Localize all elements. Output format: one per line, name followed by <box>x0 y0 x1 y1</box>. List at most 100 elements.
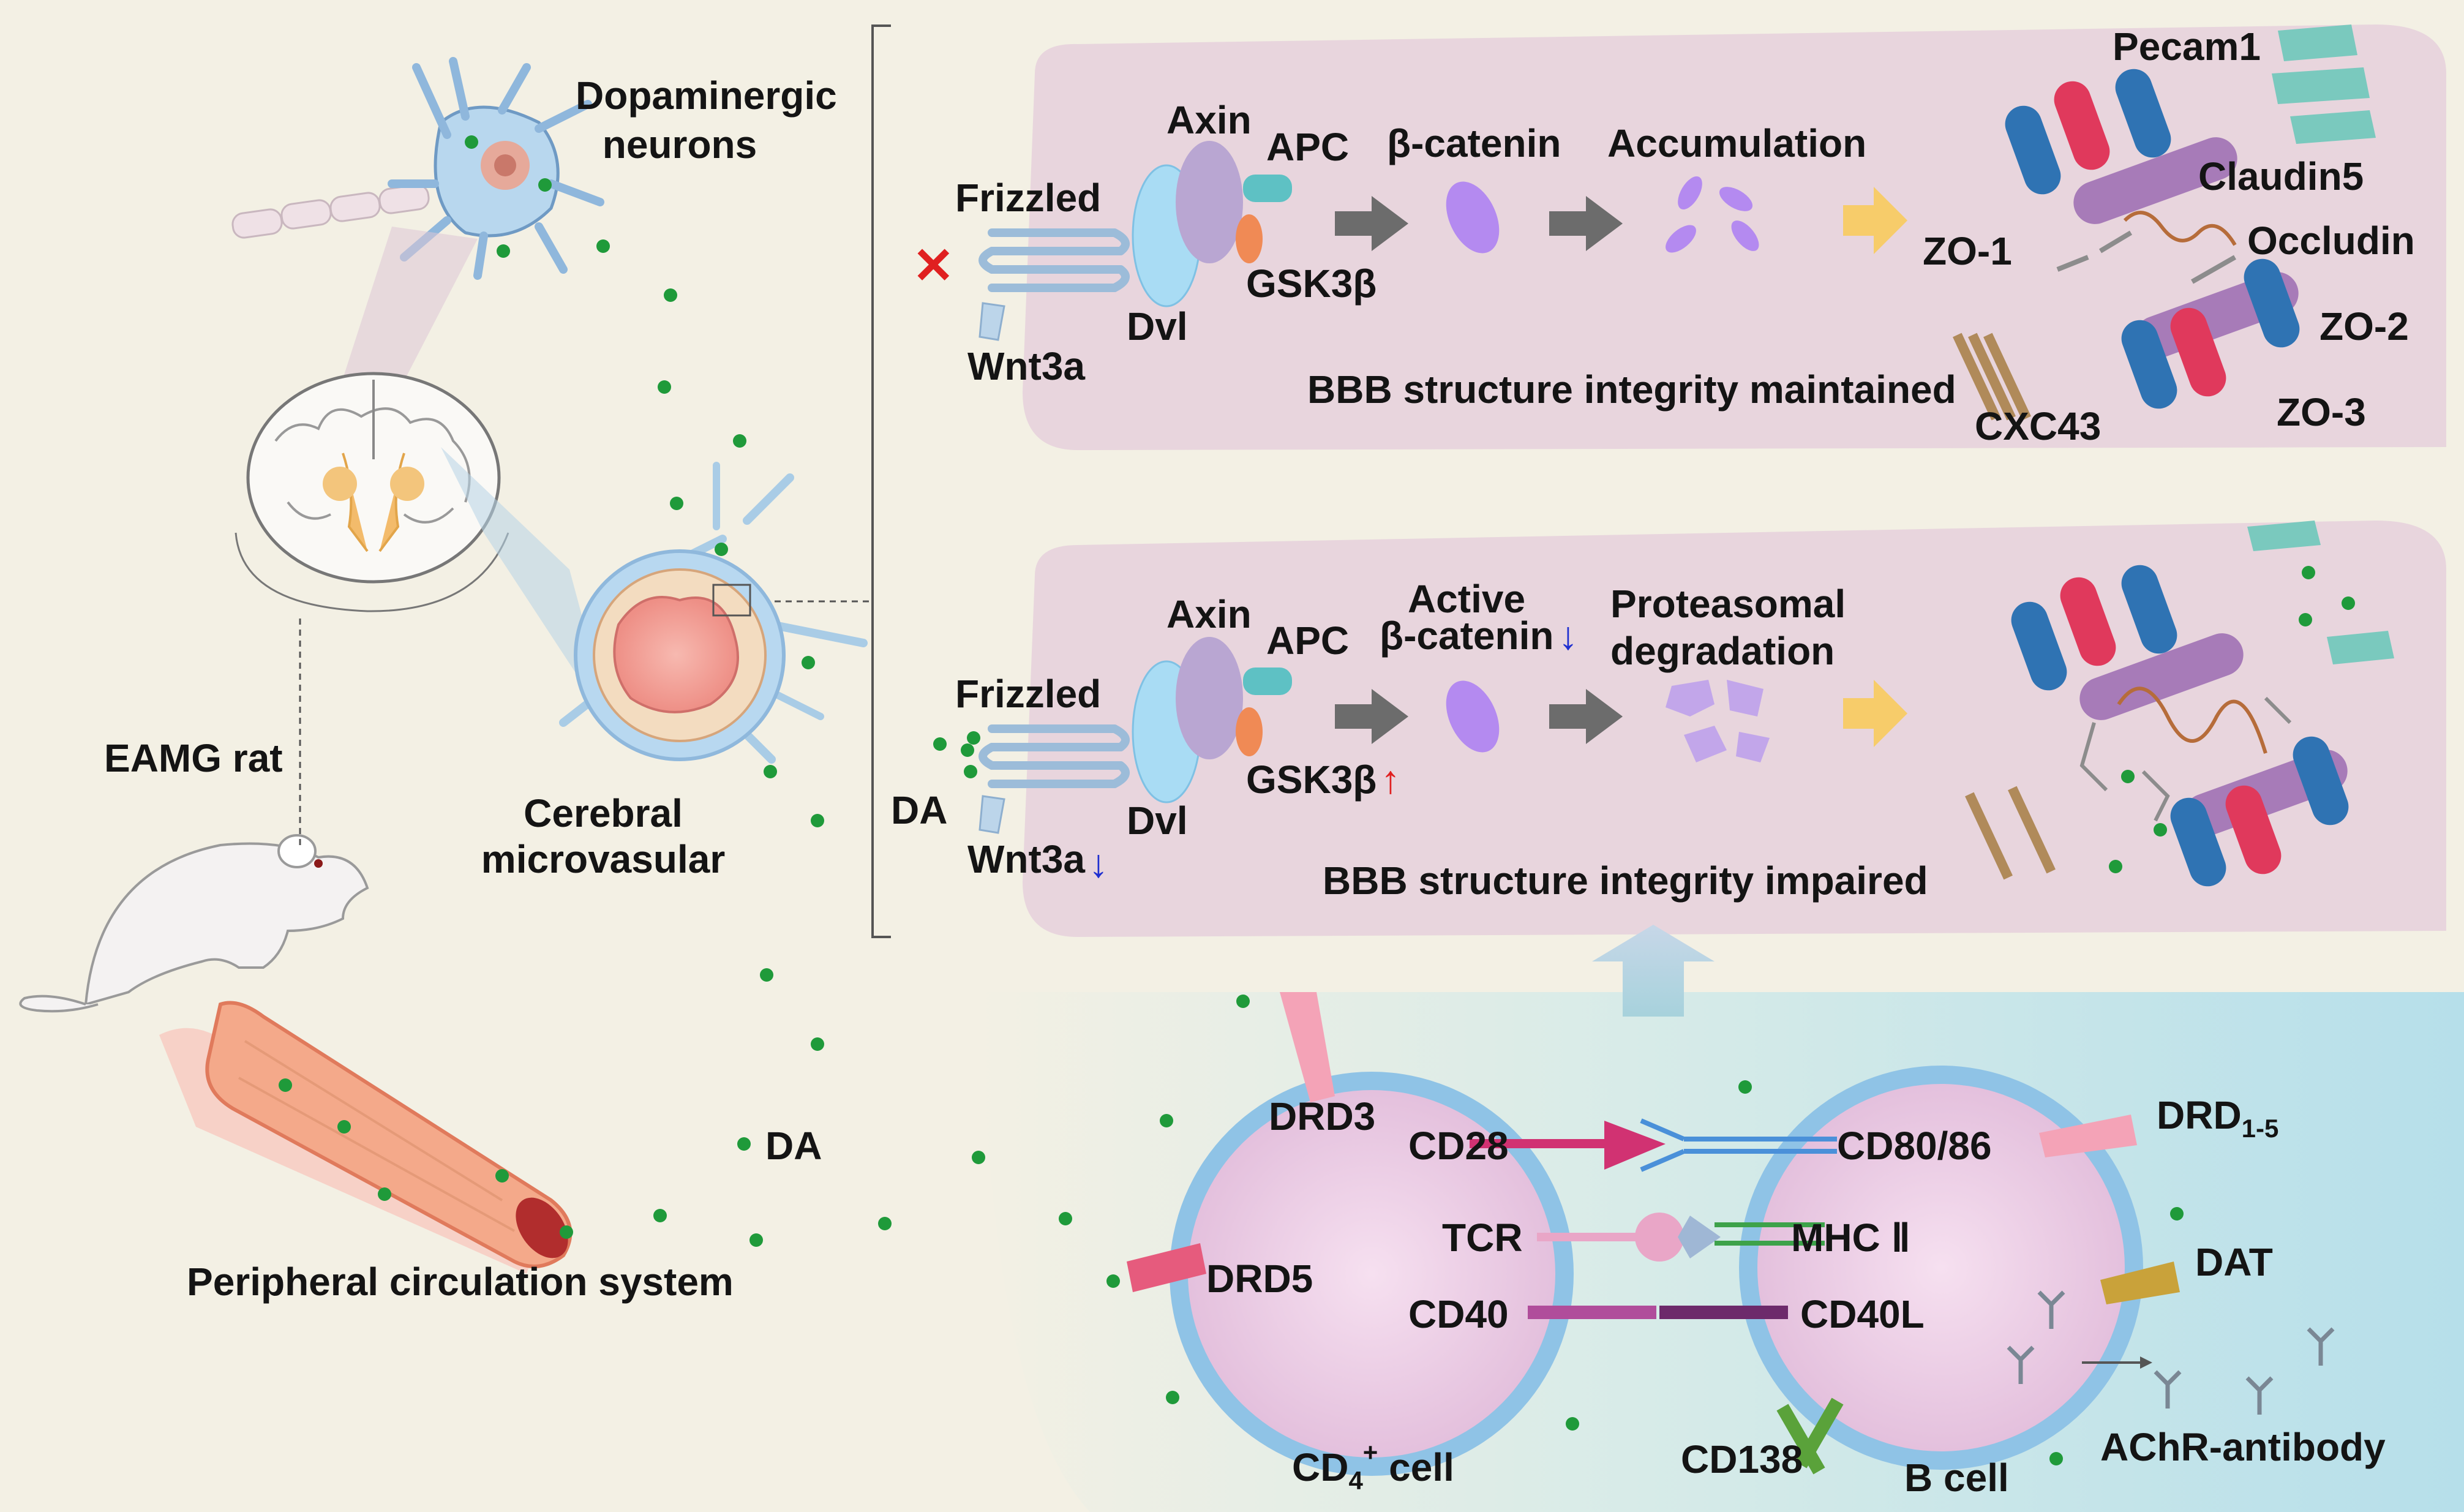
wnt3a-ligand-top <box>978 302 1005 341</box>
claudin5-label: Claudin5 <box>2198 154 2364 198</box>
zo1-label: ZO-1 <box>1923 229 2012 273</box>
peripheral-vessel <box>159 1001 573 1274</box>
da-molecule-dot <box>1566 1417 1579 1431</box>
da-molecule-dot <box>670 497 683 510</box>
cd40l-label: CD40L <box>1800 1292 1925 1336</box>
da-molecule-dot <box>664 288 677 302</box>
vessel-label-1: Cerebral <box>524 791 683 835</box>
tight-junction-bottom <box>1965 565 2349 887</box>
da-molecule-dot <box>760 968 773 982</box>
da-molecule-dot <box>2109 860 2122 873</box>
apc-label-top: APC <box>1266 125 1349 169</box>
gsk3b-protein-bottom <box>1236 707 1263 756</box>
cd40-bar <box>1528 1306 1656 1319</box>
dat-transporter <box>2100 1262 2180 1304</box>
beta-catenin-top <box>1446 181 1500 254</box>
axin-protein-top <box>1176 141 1243 263</box>
wnt3a-label-top: Wnt3a <box>967 344 1085 388</box>
da-molecule-dot <box>465 135 478 149</box>
drd15-label: DRD1-5 <box>2157 1093 2278 1143</box>
da-dots <box>279 135 2355 1465</box>
tcr-mhc-complex <box>1537 1213 1825 1262</box>
da-molecule-dot <box>658 380 671 394</box>
beta-catenin-label-top: β-catenin <box>1387 121 1561 165</box>
dopaminergic-neuron <box>388 57 604 280</box>
bbb-impaired-caption: BBB structure integrity impaired <box>1323 859 1928 903</box>
gsk3b-label-top: GSK3β <box>1246 261 1377 306</box>
proteasomal-label: Proteasomal <box>1610 582 1846 626</box>
axin-protein-bottom <box>1176 637 1243 759</box>
pecam1-label: Pecam1 <box>2113 24 2261 69</box>
da-molecule-dot <box>378 1187 391 1201</box>
cd138-receptor <box>1776 1397 1844 1475</box>
occludin-label: Occludin <box>2247 219 2415 263</box>
da-molecule-dot <box>1059 1212 1072 1225</box>
achr-antibodies <box>2007 1290 2335 1415</box>
da-molecule-dot <box>2170 1207 2184 1221</box>
tight-junction-top <box>1953 69 2300 421</box>
cd4-subscript: 4 <box>1348 1466 1363 1495</box>
zo3-label: ZO-3 <box>2277 390 2366 434</box>
cd4-superscript: + <box>1363 1438 1378 1467</box>
da-molecule-dot <box>811 814 824 827</box>
cd80-86-ligand <box>1640 1118 1837 1172</box>
catenin-down-arrow: ↓ <box>1558 614 1578 658</box>
antibody-release-arrowhead <box>2140 1356 2152 1369</box>
da-molecule-dot <box>715 543 728 556</box>
frizzled-label-bottom: Frizzled <box>955 672 1101 716</box>
da-molecule-dot <box>961 743 974 757</box>
yellow-arrow-bottom <box>1843 680 1907 747</box>
accumulation-icons <box>1666 176 1759 253</box>
apc-protein-bottom <box>1243 668 1292 695</box>
arrow-2-bottom <box>1549 689 1623 744</box>
brain-section <box>235 372 509 612</box>
degradation-label: degradation <box>1610 629 1835 673</box>
cd28-label: CD28 <box>1408 1124 1509 1168</box>
da-molecule-dot <box>337 1120 351 1134</box>
da-molecule-dot <box>972 1151 985 1164</box>
yellow-arrow-top <box>1843 187 1907 254</box>
da-molecule-dot <box>653 1209 667 1222</box>
da-molecule-dot <box>764 765 777 778</box>
active-label: Active <box>1408 577 1525 621</box>
pecam1-protein <box>2272 24 2376 144</box>
cd4-t-cell <box>1170 1072 1574 1476</box>
cd40l-bar <box>1659 1306 1788 1319</box>
da-molecule-dot <box>749 1233 763 1247</box>
da-molecule-dot <box>495 1169 509 1183</box>
da-label-receptor: DA <box>891 788 947 832</box>
da-molecule-dot <box>802 656 815 669</box>
cd4-cell-label: CD4+ cell <box>1292 1438 1454 1495</box>
drd5-label: DRD5 <box>1206 1257 1313 1301</box>
degraded-catenin-icons <box>1666 680 1770 762</box>
wnt3a-ligand-bottom <box>978 795 1005 834</box>
da-molecule-dot <box>2121 770 2135 783</box>
circulation-label: Peripheral circulation system <box>187 1260 734 1304</box>
frizzled-receptor-top <box>978 228 1130 292</box>
achr-antibody-label: AChR-antibody <box>2100 1425 2386 1469</box>
drd15-receptor <box>2039 1115 2137 1157</box>
eamg-rat <box>19 834 369 1013</box>
da-molecule-dot <box>2302 566 2315 579</box>
da-molecule-dot <box>560 1225 573 1239</box>
gsk3b-up-arrow: ↑ <box>1381 758 1400 802</box>
upward-arrow <box>1592 925 1715 1017</box>
da-molecule-dot <box>279 1078 292 1092</box>
da-molecule-dot <box>2154 823 2167 837</box>
cxc43-label: CXC43 <box>1975 404 2101 448</box>
da-molecule-dot <box>538 178 552 192</box>
vessel-label-2: microvasular <box>481 837 725 881</box>
cd138-label: CD138 <box>1681 1437 1803 1481</box>
da-dots-receptor <box>933 731 980 778</box>
active-catenin-label: β-catenin <box>1380 614 1553 658</box>
accumulation-label: Accumulation <box>1607 121 1866 165</box>
axin-label-bottom: Axin <box>1166 592 1252 636</box>
active-beta-catenin <box>1446 680 1500 753</box>
arrow-2-top <box>1549 196 1623 251</box>
gsk3b-label-bottom: GSK3β <box>1246 758 1377 802</box>
detached-pecam1 <box>2247 521 2394 664</box>
zo2-label: ZO-2 <box>2319 304 2409 348</box>
brain-to-vessel-cone <box>441 447 612 729</box>
arrow-1-bottom <box>1335 689 1408 744</box>
